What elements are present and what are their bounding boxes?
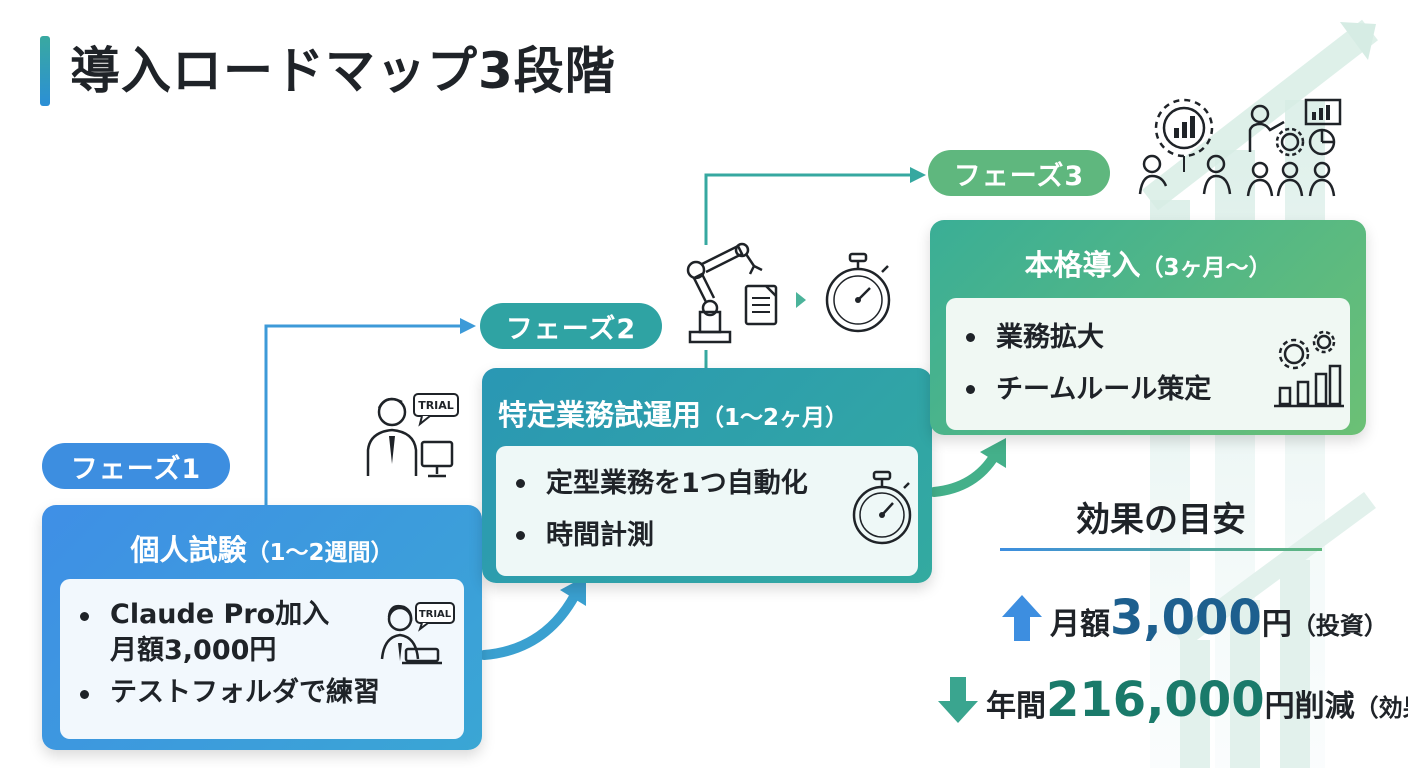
monthly-prefix: 月額 — [1050, 607, 1110, 642]
phase-2-pill: フェーズ2 — [480, 303, 662, 349]
annual-amount: 216,000 — [1046, 672, 1265, 728]
phase-1-duration: （1〜2週間） — [246, 540, 394, 566]
connector-1-to-2 — [264, 324, 460, 505]
curve-arrow-2-head — [980, 438, 1006, 468]
list-item: 業務拡大 — [960, 318, 1211, 358]
curve-arrow-1 — [479, 590, 580, 660]
stopwatch-icon — [852, 470, 912, 545]
connector-arrowhead-2 — [910, 167, 926, 183]
phase-1-pill: フェーズ1 — [42, 443, 230, 489]
monthly-investment: 月額 3,000 円 （投資） — [1000, 590, 1388, 646]
phase-1-body: Claude Pro加入 月額3,000円 テストフォルダで練習 TRIAL — [60, 579, 464, 739]
phase-3-heading: 本格導入（3ヶ月〜） — [930, 242, 1366, 284]
phase-2-body: 定型業務を1つ自動化 時間計測 — [496, 446, 918, 576]
arrow-down-icon — [938, 677, 978, 723]
effect-title: 効果の目安 — [1076, 500, 1246, 540]
list-item: テストフォルダで練習 — [74, 675, 380, 711]
phase-3-list: 業務拡大 チームルール策定 — [960, 318, 1211, 422]
arrow-up-icon — [1002, 595, 1042, 641]
phase-3-duration: （3ヶ月〜） — [1140, 255, 1272, 281]
connector-2-to-3 — [704, 173, 910, 245]
trial-person-monitor-icon: TRIAL — [366, 393, 459, 478]
presentation-team-icon — [1246, 98, 1342, 197]
phase-2-title: 特定業務試運用 — [498, 398, 702, 432]
curve-arrow-2 — [929, 450, 1000, 497]
phase-3-pill: フェーズ3 — [928, 150, 1110, 196]
phase-2-list: 定型業務を1つ自動化 時間計測 — [510, 464, 808, 568]
phase-1-heading: 個人試験（1〜2週間） — [42, 527, 482, 569]
phase-1-list: Claude Pro加入 月額3,000円 テストフォルダで練習 — [74, 597, 380, 717]
phase-2-heading: 特定業務試運用（1〜2ヶ月） — [482, 392, 932, 434]
list-item: チームルール策定 — [960, 370, 1211, 410]
phase-1-card: 個人試験（1〜2週間） Claude Pro加入 月額3,000円 テストフォル… — [42, 505, 482, 750]
monthly-unit: 円 — [1261, 607, 1292, 642]
small-arrow — [796, 292, 806, 308]
monthly-note: （投資） — [1291, 612, 1388, 640]
trial-badge-label: TRIAL — [419, 609, 452, 620]
phase-2-duration: （1〜2ヶ月） — [701, 405, 849, 431]
monthly-amount: 3,000 — [1110, 590, 1262, 646]
stopwatch-icon — [825, 252, 891, 333]
list-item: 時間計測 — [510, 516, 808, 556]
list-item: 定型業務を1つ自動化 — [510, 464, 808, 504]
annual-savings: 年間 216,000 円削減 （効果） — [936, 672, 1408, 728]
list-item: Claude Pro加入 月額3,000円 — [74, 597, 380, 669]
effect-title-underline — [1000, 548, 1322, 551]
team-gear-analytics-icon — [1138, 98, 1232, 195]
curve-arrow-1-head — [560, 576, 586, 606]
phase-3-card: 本格導入（3ヶ月〜） 業務拡大 チームルール策定 — [930, 220, 1366, 435]
phase-1-title: 個人試験 — [130, 533, 247, 567]
title-accent-bar — [40, 36, 50, 106]
trial-badge-label: TRIAL — [418, 399, 454, 412]
trial-person-laptop-icon: TRIAL — [380, 602, 455, 665]
annual-prefix: 年間 — [986, 689, 1046, 724]
connector-arrowhead-1 — [460, 318, 476, 334]
robot-arm-icon — [686, 242, 778, 344]
gears-bar-chart-icon — [1274, 330, 1344, 408]
phase-3-title: 本格導入 — [1024, 248, 1141, 282]
page-title: 導入ロードマップ3段階 — [70, 42, 616, 100]
phase-2-card: 特定業務試運用（1〜2ヶ月） 定型業務を1つ自動化 時間計測 — [482, 368, 932, 583]
annual-unit: 円削減 — [1264, 689, 1355, 724]
annual-note: （効果） — [1354, 694, 1408, 722]
phase-3-body: 業務拡大 チームルール策定 — [946, 298, 1350, 430]
